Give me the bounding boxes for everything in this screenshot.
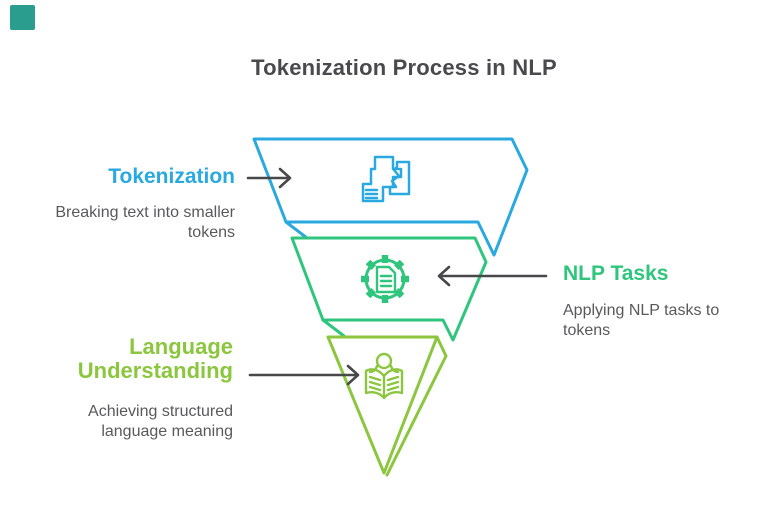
funnel-level-nlp-tasks — [290, 236, 488, 342]
funnel-level-3-shape — [326, 335, 439, 475]
funnel-level-2-spout — [321, 318, 346, 338]
person-reading-book-icon — [364, 352, 404, 400]
gear-document-icon — [361, 255, 409, 303]
arrow-language-understanding — [248, 364, 360, 386]
arrow-nlp-tasks — [437, 265, 548, 287]
brand-logo-square — [10, 5, 35, 30]
page-title: Tokenization Process in NLP — [251, 55, 557, 80]
funnel-level-1-spout — [284, 220, 309, 240]
label-tokenization: Tokenization — [108, 165, 235, 188]
funnel-level-language-understanding — [326, 335, 448, 477]
label-language-understanding: Language Understanding — [77, 334, 233, 383]
funnel-level-tokenization — [252, 137, 529, 257]
puzzle-pieces-icon — [361, 155, 411, 203]
description-tokenization: Breaking text into smaller tokens — [55, 204, 235, 241]
label-nlp-tasks: NLP Tasks — [563, 262, 669, 285]
funnel-level-3-side-wedge — [385, 335, 448, 477]
connector-arrows — [246, 167, 548, 386]
arrow-tokenization — [246, 167, 292, 189]
description-language-understanding: Achieving structured language meaning — [88, 403, 233, 440]
description-nlp-tasks: Applying NLP tasks to tokens — [563, 302, 720, 339]
funnel-level-2-shape — [290, 236, 488, 342]
